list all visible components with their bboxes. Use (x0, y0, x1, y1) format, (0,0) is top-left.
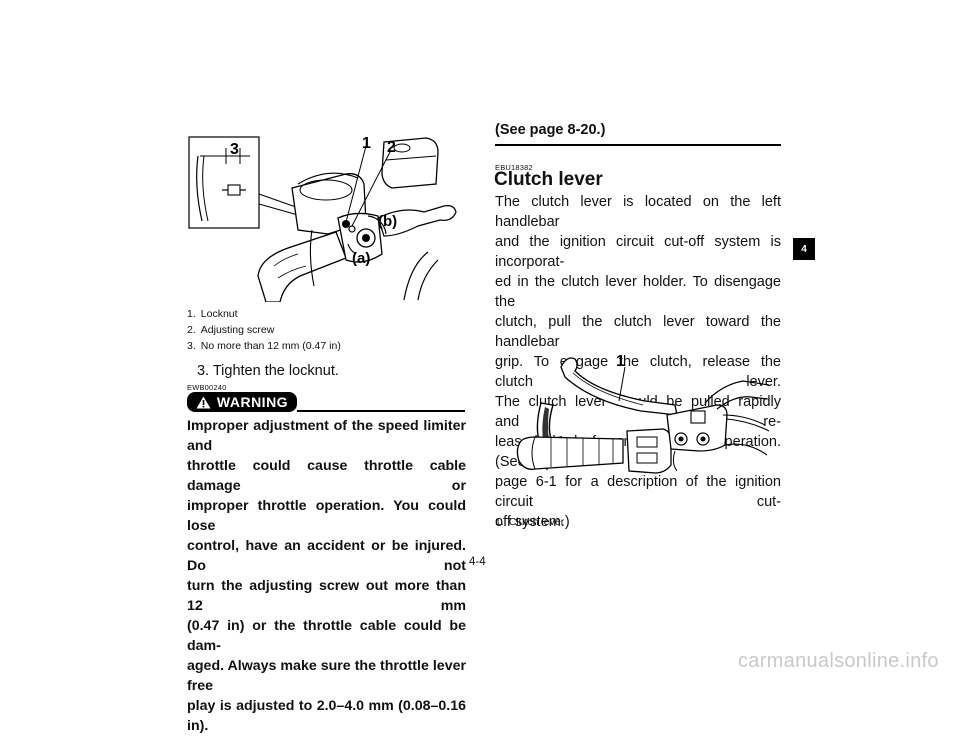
warning-code: EWB00240 (187, 383, 227, 392)
body-line: page 6-1 for a description of the igniti… (495, 474, 781, 510)
warning-line: play is adjusted to 2.0–4.0 mm (0.08–0.1… (187, 698, 466, 734)
page-number: 4-4 (469, 556, 486, 568)
clutch-lever-figure: 1 (495, 345, 781, 505)
caption-text: Clutch lever (508, 516, 565, 528)
section-code: EBU18382 (495, 163, 533, 172)
section-title: Clutch lever (494, 169, 603, 190)
throttle-illustration: 3 1 2 (a) (b) (188, 135, 457, 303)
callout-a: (a) (352, 250, 370, 267)
body-line: off system.) (495, 514, 570, 530)
warning-line: control, have an accident or be injured.… (187, 538, 466, 574)
warning-rule (297, 410, 465, 412)
see-page-rule (495, 144, 781, 146)
step-tighten-locknut: 3. Tighten the locknut. (197, 363, 339, 379)
caption-number: 3. (187, 340, 196, 352)
clutch-lever-illustration: 1 (516, 353, 770, 474)
caption-item: 1. Clutch lever (495, 514, 695, 530)
callout-b: (b) (378, 213, 397, 230)
chapter-tab: 4 (793, 238, 815, 260)
body-line: and the ignition circuit cut-off system … (495, 234, 781, 270)
body-line: clutch, pull the clutch lever toward the… (495, 314, 781, 350)
warning-line: improper throttle operation. You could l… (187, 498, 466, 534)
caption-text: No more than 12 mm (0.47 in) (200, 340, 341, 352)
warning-line: throttle could cause throttle cable dama… (187, 458, 466, 494)
caption-number: 1. (495, 516, 504, 528)
warning-line: (0.47 in) or the throttle cable could be… (187, 618, 466, 654)
callout-2: 2 (387, 139, 396, 156)
caption-item: 1. Locknut (187, 306, 457, 322)
body-line: ed in the clutch lever holder. To diseng… (495, 274, 781, 310)
warning-line: aged. Always make sure the throttle leve… (187, 658, 466, 694)
caption-item: 3. No more than 12 mm (0.47 in) (187, 338, 457, 354)
warning-text: Improper adjustment of the speed limiter… (187, 416, 466, 736)
caption-text: Locknut (200, 308, 238, 320)
caption-text: Adjusting screw (200, 324, 275, 336)
warning-label: WARNING (216, 394, 289, 410)
caption-item: 2. Adjusting screw (187, 322, 457, 338)
caption-number: 2. (187, 324, 196, 336)
throttle-adjustment-figure: 3 1 2 (a) (b) (188, 126, 460, 303)
callout-1: 1 (362, 135, 371, 152)
callout-3: 3 (230, 141, 239, 158)
caption-number: 1. (187, 308, 196, 320)
body-line: The clutch lever is located on the left … (495, 194, 781, 230)
left-figure-captions: 1. Locknut 2. Adjusting screw 3. No more th… (187, 306, 457, 354)
see-page-reference: (See page 8-20.) (495, 122, 606, 138)
warning-triangle-icon (196, 396, 211, 408)
right-figure-caption: 1. Clutch lever (495, 514, 695, 530)
callout-1-clutch: 1 (616, 353, 625, 370)
warning-line: Improper adjustment of the speed limiter… (187, 418, 466, 454)
watermark-text: carmanualsonline.info (738, 650, 939, 672)
warning-line: turn the adjusting screw out more than 1… (187, 578, 466, 614)
warning-badge: WARNING (187, 392, 297, 412)
